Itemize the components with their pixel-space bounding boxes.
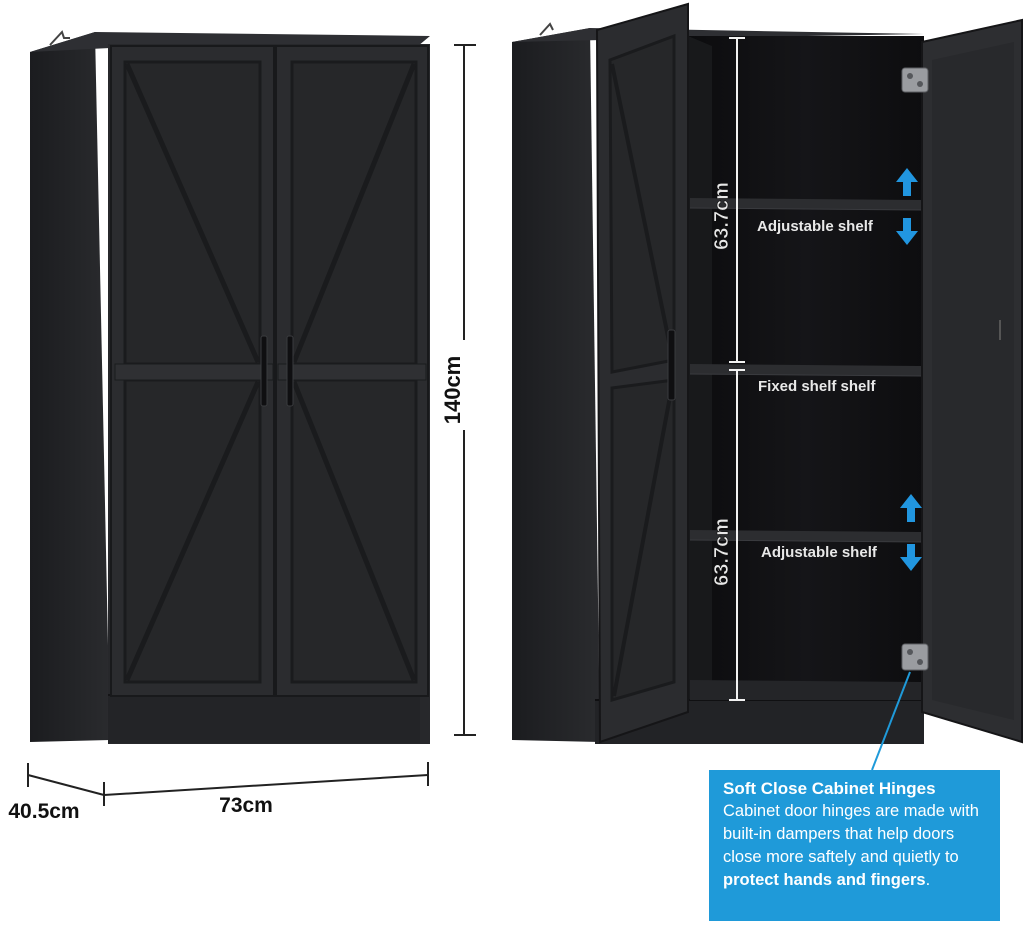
fixed-shelf bbox=[689, 364, 923, 377]
callout-emphasis: protect hands and fingers bbox=[723, 871, 926, 889]
upper-shelf-label: Adjustable shelf bbox=[757, 218, 874, 235]
middle-shelf-label: Fixed shelf shelf bbox=[758, 378, 877, 395]
bottom-panel bbox=[690, 680, 922, 700]
arrow-down-icon bbox=[900, 544, 922, 571]
callout-end: . bbox=[925, 871, 931, 889]
callout-leader-line bbox=[871, 671, 911, 771]
bottom-hinge bbox=[901, 643, 929, 671]
callout-text: Cabinet door hinges are made with built-… bbox=[723, 802, 979, 866]
soft-close-callout: Soft Close Cabinet Hinges Cabinet door h… bbox=[709, 770, 1000, 921]
right-door bbox=[275, 45, 429, 697]
upper-section-label: 63.7cm bbox=[711, 182, 733, 250]
base-dimensions: 73cm 40.5cm bbox=[8, 762, 429, 823]
right-open-door bbox=[921, 18, 1023, 744]
upper-adjustable-shelf bbox=[689, 198, 923, 211]
left-door bbox=[110, 45, 275, 697]
callout-title: Soft Close Cabinet Hinges bbox=[723, 779, 936, 798]
height-label: 140cm bbox=[440, 356, 465, 425]
height-dimension: 140cm bbox=[438, 44, 476, 736]
open-cabinet: 63.7cm 63.7cm Adjustable shelf Fixed she… bbox=[512, 2, 1023, 771]
top-hinge bbox=[901, 67, 929, 93]
callout-body: Cabinet door hinges are made with built-… bbox=[723, 800, 994, 892]
interior-measure bbox=[729, 37, 745, 701]
arrow-up-icon bbox=[900, 494, 922, 522]
left-open-door bbox=[595, 2, 689, 744]
lower-adjustable-shelf bbox=[689, 530, 923, 543]
lower-section-label: 63.7cm bbox=[711, 518, 733, 586]
arrow-up-icon bbox=[896, 168, 918, 196]
width-label: 73cm bbox=[219, 794, 273, 817]
closed-cabinet bbox=[30, 30, 430, 744]
depth-label: 40.5cm bbox=[8, 800, 79, 823]
lower-shelf-label: Adjustable shelf bbox=[761, 544, 878, 561]
arrow-down-icon bbox=[896, 218, 918, 245]
